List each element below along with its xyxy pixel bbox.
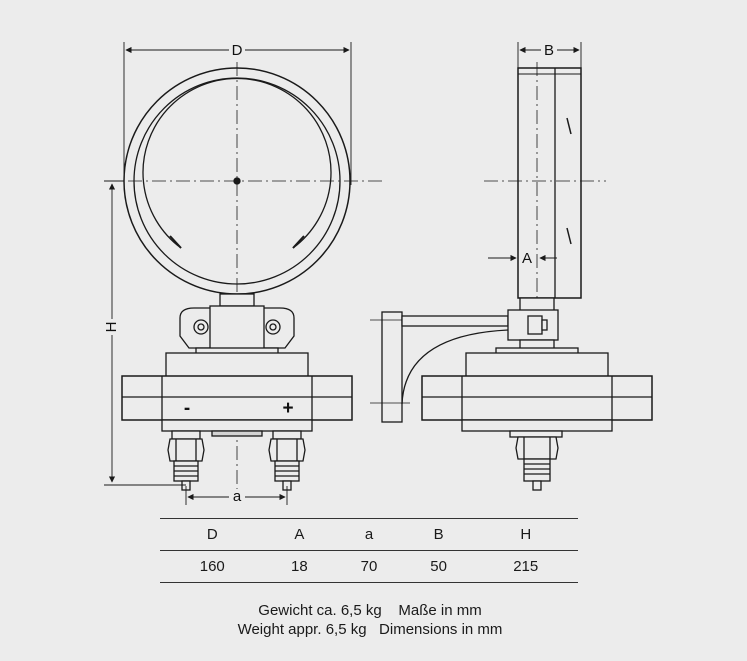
dim-label-a-lower: a — [233, 488, 242, 505]
minus-port-label: - — [184, 398, 190, 419]
dim-label-a-upper: A — [522, 250, 532, 267]
table-cell: 160 — [199, 558, 225, 575]
table-header-cell: H — [520, 526, 532, 543]
table-header-row: D A a B H — [160, 518, 578, 551]
front-view — [104, 42, 384, 505]
table-cell: 18 — [290, 558, 308, 575]
table-row: 160 18 70 50 215 — [160, 551, 578, 583]
dimensions-table: D A a B H 160 18 70 50 215 — [160, 518, 578, 583]
footnote: Gewicht ca. 6,5 kg Maße in mm Weight app… — [0, 601, 740, 639]
plus-port-label: + — [282, 398, 293, 419]
table-cell: 215 — [513, 558, 539, 575]
table-header-cell: D — [206, 526, 218, 543]
dim-label-b: B — [544, 42, 554, 59]
table-cell: 70 — [360, 558, 378, 575]
side-view — [370, 42, 653, 491]
dim-label-h: H — [103, 322, 120, 333]
table-header-cell: B — [433, 526, 444, 543]
table-header-cell: a — [364, 526, 374, 543]
table-header-cell: A — [294, 526, 305, 543]
footnote-english: Weight appr. 6,5 kg Dimensions in mm — [237, 621, 503, 638]
footnote-german: Gewicht ca. 6,5 kg Maße in mm — [258, 602, 482, 619]
table-cell: 50 — [430, 558, 447, 575]
dim-label-d: D — [232, 42, 243, 59]
